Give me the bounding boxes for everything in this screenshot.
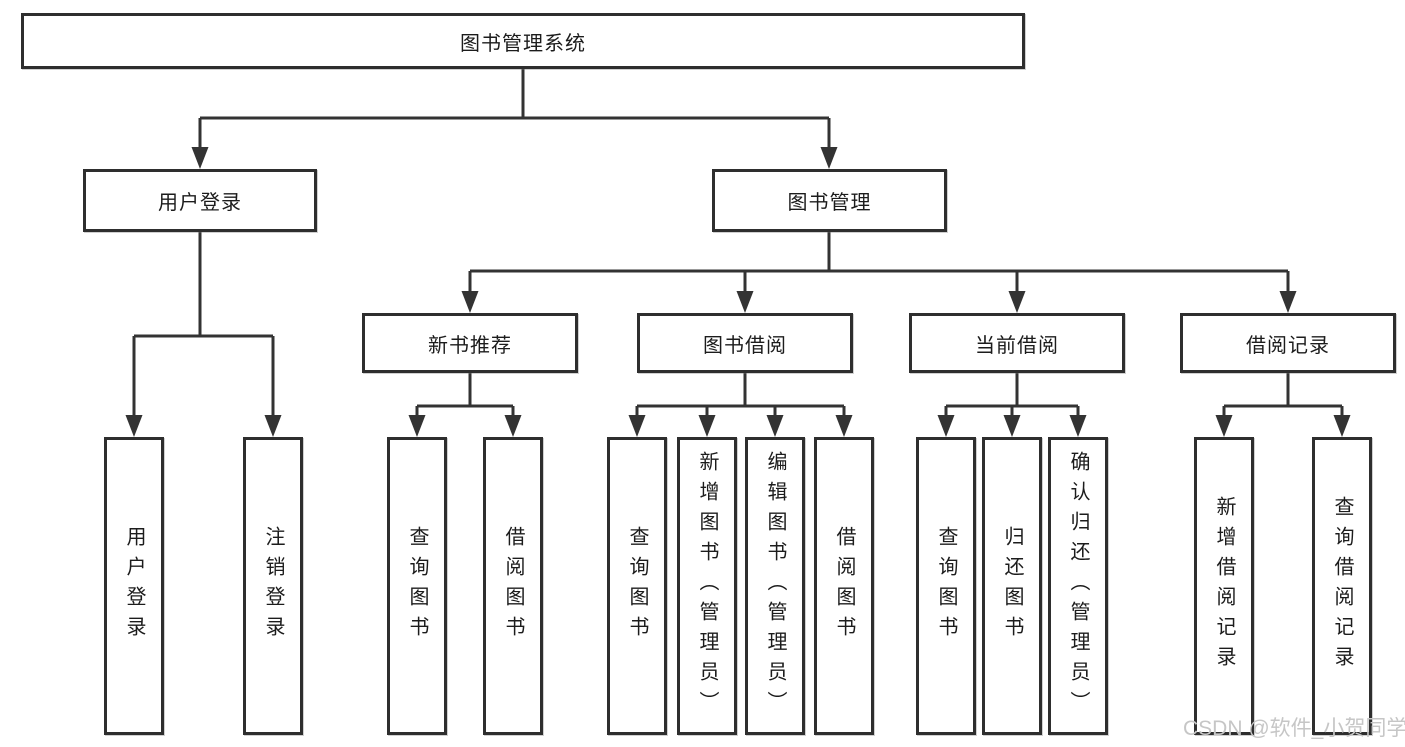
node-library-management-system: 图书管理系统 — [21, 13, 1025, 69]
node-user-login: 用户登录 — [83, 169, 317, 232]
arrowheads — [125, 147, 1351, 437]
node-borrowing-records: 借阅记录 — [1180, 313, 1396, 373]
leaf-logout: 注销登录 — [243, 437, 303, 735]
leaf-rec-borrow-books-label: 借阅图书 — [502, 526, 524, 646]
leaf-borrow-add-books-label: 新增图书（管理员） — [696, 451, 718, 721]
leaf-rec-query-books-label: 查询图书 — [406, 526, 428, 646]
leaf-records-add-record-label: 新增借阅记录 — [1213, 496, 1235, 676]
node-book-borrowing: 图书借阅 — [637, 313, 853, 373]
node-book-management: 图书管理 — [712, 169, 947, 232]
leaf-borrow-query-books: 查询图书 — [607, 437, 667, 735]
leaf-rec-borrow-books: 借阅图书 — [483, 437, 543, 735]
leaf-current-confirm-return-admin: 确认归还（管理员） — [1048, 437, 1108, 735]
leaf-current-confirm-return-label: 确认归还（管理员） — [1067, 451, 1089, 721]
leaf-user-login-label: 用户登录 — [123, 526, 145, 646]
leaf-current-query-books-label: 查询图书 — [935, 526, 957, 646]
node-new-book-recommendation: 新书推荐 — [362, 313, 578, 373]
watermark-text: CSDN @软件_小贺同学 — [1183, 717, 1405, 740]
node-current-borrowing: 当前借阅 — [909, 313, 1125, 373]
leaf-current-return-books-label: 归还图书 — [1001, 526, 1023, 646]
leaf-borrow-edit-books-label: 编辑图书（管理员） — [764, 451, 786, 721]
leaf-borrow-edit-books-admin: 编辑图书（管理员） — [745, 437, 805, 735]
leaf-logout-label: 注销登录 — [262, 526, 284, 646]
leaf-user-login: 用户登录 — [104, 437, 164, 735]
leaf-current-return-books: 归还图书 — [982, 437, 1042, 735]
leaf-borrow-borrow-books: 借阅图书 — [814, 437, 874, 735]
leaf-records-query-borrow-record: 查询借阅记录 — [1312, 437, 1372, 735]
leaf-borrow-borrow-books-label: 借阅图书 — [833, 526, 855, 646]
leaf-current-query-books: 查询图书 — [916, 437, 976, 735]
leaf-borrow-query-books-label: 查询图书 — [626, 526, 648, 646]
leaf-borrow-add-books-admin: 新增图书（管理员） — [677, 437, 737, 735]
leaf-rec-query-books: 查询图书 — [387, 437, 447, 735]
leaf-records-query-record-label: 查询借阅记录 — [1331, 496, 1353, 676]
leaf-records-add-borrow-record: 新增借阅记录 — [1194, 437, 1254, 735]
